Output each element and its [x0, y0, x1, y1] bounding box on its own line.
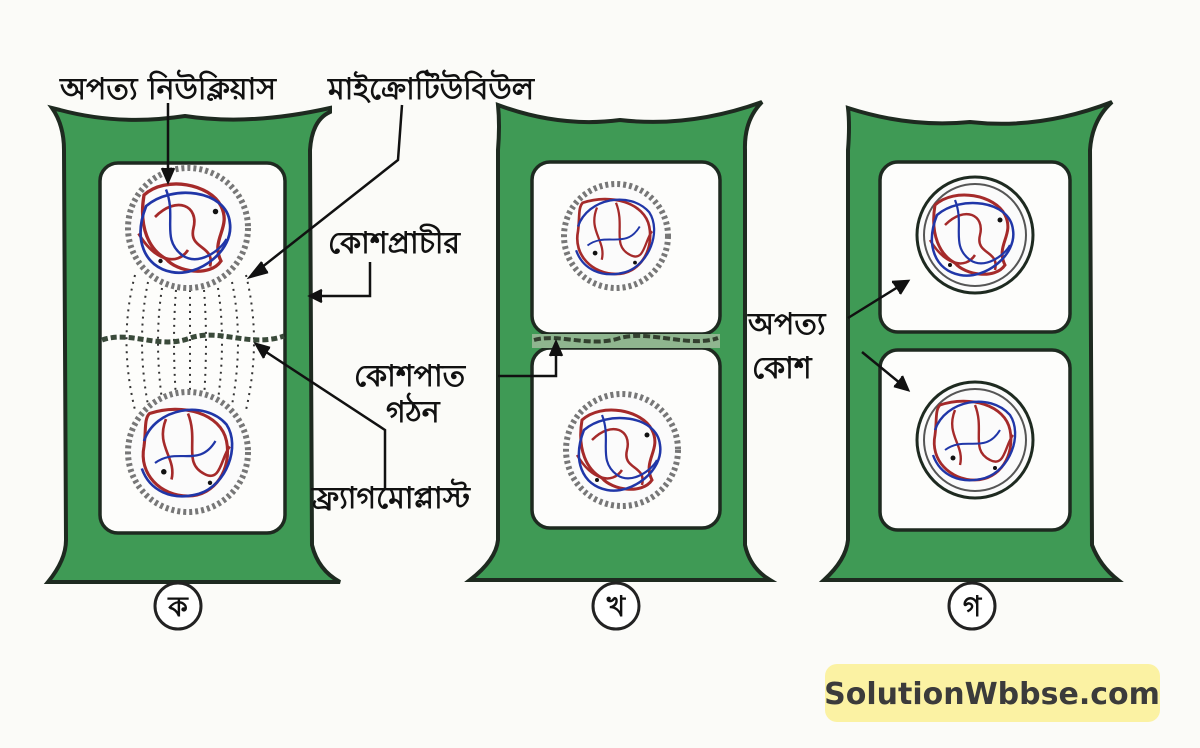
nucleus-b-top	[561, 181, 671, 291]
label-texts: অপত্য নিউক্লিয়াস মাইক্রোটিউবিউল কোশপ্রা…	[59, 69, 827, 516]
label-cell-plate-line2: গঠন	[386, 392, 441, 430]
panel-c: গ	[818, 100, 1124, 631]
microtubule-arrow	[251, 104, 404, 276]
panel-b: খ	[464, 100, 778, 631]
label-microtubule: মাইক্রোটিউবিউল	[327, 69, 536, 107]
panel-a-label: ক	[167, 590, 189, 623]
panel-a-badge	[153, 581, 203, 631]
label-phragmoplast: ফ্র্যাগমোপ্লাস্ট	[311, 478, 472, 516]
phragmoplast-fibers	[125, 274, 255, 411]
cell-plate-b-texture	[533, 333, 719, 344]
label-cell-wall: কোশপ্রাচীর	[328, 223, 461, 261]
label-daughter-nucleus: অপত্য নিউক্লিয়াস	[59, 69, 277, 107]
label-daughter-cell-line2: কোশ	[752, 351, 813, 386]
watermark-box	[825, 664, 1160, 722]
watermark: SolutionWbbse.com	[824, 664, 1160, 722]
panel-c-badge	[947, 581, 997, 631]
panel-a: ক	[43, 104, 341, 631]
panel-b-label: খ	[606, 590, 627, 623]
nucleus-a-bottom	[125, 389, 251, 515]
panel-b-badge	[591, 581, 641, 631]
annotations	[160, 103, 911, 490]
nucleus-a-top	[125, 165, 251, 291]
nucleus-b-bottom	[563, 391, 681, 509]
cell-wall-arrow	[312, 262, 372, 298]
watermark-text: SolutionWbbse.com	[824, 677, 1160, 712]
label-daughter-cell-line1: অপত্য	[747, 307, 827, 342]
label-cell-plate-line1: কোশপাত	[354, 359, 467, 394]
cell-plate-b	[532, 334, 720, 348]
panel-c-label: গ	[963, 590, 983, 623]
nucleus-c-top	[915, 175, 1035, 295]
cell-plate-forming-a	[101, 332, 285, 345]
nucleus-c-bottom	[915, 380, 1035, 500]
phragmoplast-arrow	[259, 346, 387, 490]
